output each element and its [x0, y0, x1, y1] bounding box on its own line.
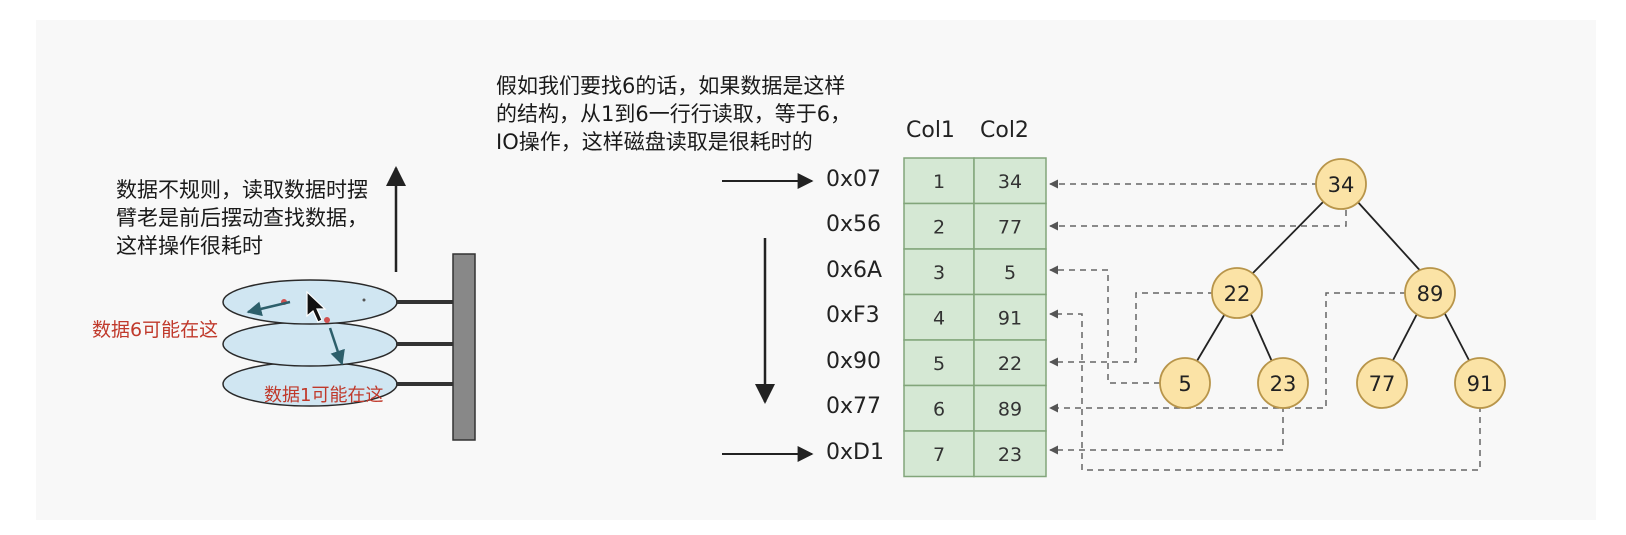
col1-header: Col1: [906, 118, 955, 143]
col2-header: Col2: [980, 118, 1029, 143]
row-5-col2-value: 22: [998, 353, 1022, 375]
address-label-row-4: 0xF3: [826, 303, 880, 329]
tree-label-89: 89: [1417, 282, 1444, 306]
row-7-col2-cell: [973, 430, 1047, 478]
row-1-col2-cell: [973, 157, 1047, 205]
data-dot-3: [324, 317, 330, 323]
row-5-col1-cell: [903, 339, 975, 387]
cursor-icon: [306, 290, 327, 323]
tree-node-5: [1159, 357, 1211, 409]
edge-89-77: [1389, 311, 1419, 367]
tree-node-89: [1404, 267, 1456, 319]
tree-nodes: 34 22 89 5 23 77 91: [1159, 158, 1506, 409]
left-note-line-1: 数据不规则，读取数据时摆: [116, 178, 368, 202]
row-7-col2-value: 23: [998, 444, 1022, 466]
row-3-col2-cell: [973, 248, 1047, 296]
left-note-line-2: 臂老是前后摆动查找数据，: [116, 206, 368, 230]
row-5-col1-value: 5: [933, 353, 945, 375]
top-note-line-3: IO操作，这样磁盘读取是很耗时的: [496, 130, 813, 154]
row-6-col1-cell: [903, 384, 975, 432]
seek-arrow-left: [246, 300, 291, 317]
tree-edges: [1193, 199, 1473, 367]
seek-arrow-down: [328, 327, 345, 366]
row-6-col1-value: 6: [933, 398, 945, 420]
connector-77: [1049, 210, 1347, 231]
tree-node-91: [1454, 357, 1506, 409]
tree-label-root: 34: [1328, 173, 1355, 197]
tree-node-23: [1257, 357, 1309, 409]
row-3-col1-value: 3: [933, 262, 945, 284]
disk-label-data1: 数据1可能在这: [264, 385, 384, 406]
tree-label-5: 5: [1178, 372, 1191, 396]
connector-22: [1049, 292, 1214, 367]
row-3-col2-value: 5: [1004, 262, 1016, 284]
row-6-col2-cell: [973, 384, 1047, 432]
row-4-col2-cell: [973, 293, 1047, 341]
top-note-line-1: 假如我们要找6的话，如果数据是这样: [496, 74, 846, 98]
disk-label-data6: 数据6可能在这: [92, 319, 219, 341]
row-2-col1-value: 2: [933, 216, 945, 238]
background-panel: [36, 20, 1596, 520]
row-4-col1-value: 4: [933, 307, 945, 329]
edge-34-22: [1249, 199, 1326, 277]
row-2-col2-value: 77: [998, 216, 1022, 238]
row-1-col1-value: 1: [933, 171, 945, 193]
row-6-col2-value: 89: [998, 398, 1022, 420]
connector-91: [1049, 309, 1481, 471]
row-7-col1-value: 7: [933, 444, 945, 466]
row-2-col2-cell: [973, 202, 1047, 250]
edge-89-91: [1443, 311, 1473, 367]
edge-34-89: [1355, 199, 1426, 277]
connector-5: [1049, 265, 1160, 384]
row-1-col2-value: 34: [998, 171, 1022, 193]
table-cells: 1 34 2 77 3 5 4 91 5 22 6 89 7 23: [903, 157, 1047, 478]
left-note-line-3: 这样操作很耗时: [116, 234, 263, 258]
tree-label-23: 23: [1270, 372, 1297, 396]
address-label-row-2: 0x56: [826, 212, 882, 238]
actuator-bar: [452, 253, 476, 441]
address-label-row-3: 0x6A: [826, 257, 883, 283]
top-note-line-2: 的结构，从1到6一行行读取，等于6，: [496, 102, 852, 126]
tree-label-77: 77: [1369, 372, 1396, 396]
address-label-row-5: 0x90: [826, 348, 882, 374]
tree-label-91: 91: [1467, 372, 1494, 396]
tree-label-22: 22: [1224, 282, 1251, 306]
disk-platter-2: [222, 321, 398, 367]
row-5-col2-cell: [973, 339, 1047, 387]
address-label-row-6: 0x77: [826, 394, 882, 420]
tree-node-22: [1211, 267, 1263, 319]
tree-node-root: [1315, 158, 1367, 210]
row-4-col2-value: 91: [998, 307, 1022, 329]
edge-22-5: [1193, 311, 1227, 367]
tree-node-77: [1356, 357, 1408, 409]
edge-22-23: [1249, 311, 1275, 367]
address-label-row-7: 0xD1: [826, 439, 884, 465]
address-label-row-1: 0x07: [826, 166, 882, 192]
connector-23: [1049, 406, 1284, 455]
data-dot-2: [362, 298, 366, 302]
connector-group: [1049, 179, 1481, 471]
